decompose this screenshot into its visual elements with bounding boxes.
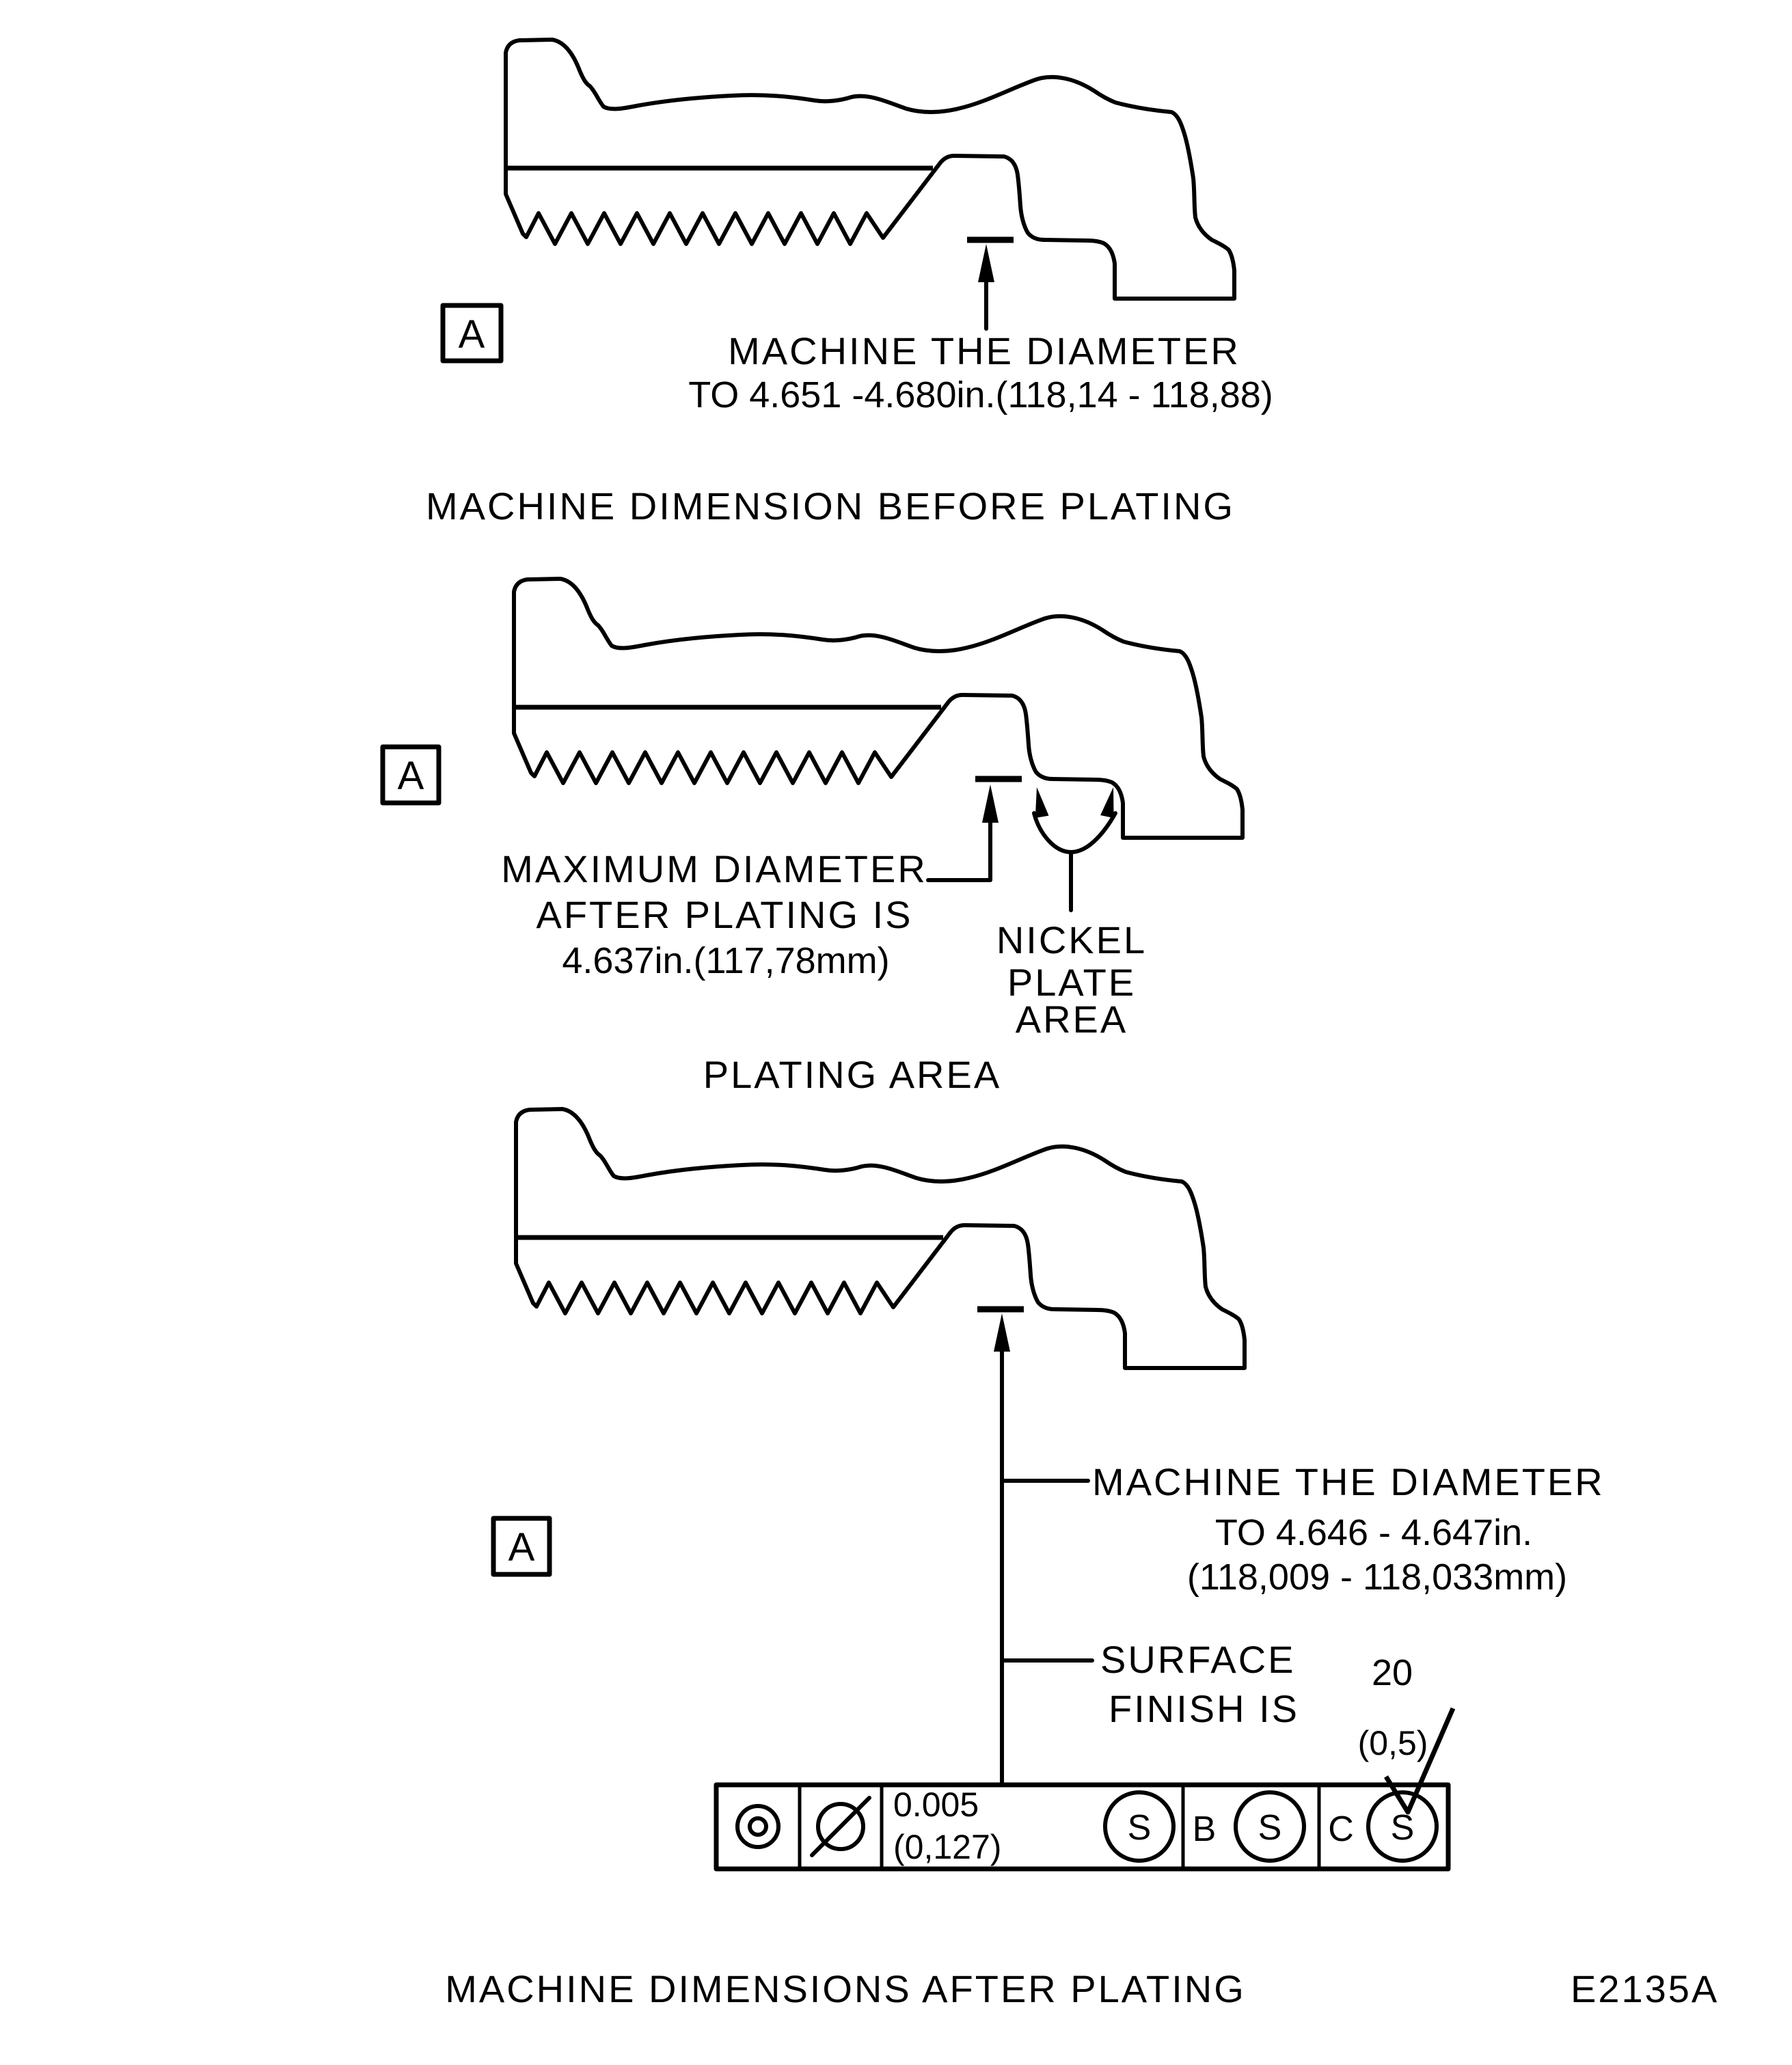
fcf-modifier-circle-1 <box>1103 1790 1176 1863</box>
max-diameter-line3: 4.637in.(117,78mm) <box>562 940 889 981</box>
drawing-before-plating: A MACHINE THE DIAMETER TO 4.651 -4.680in… <box>426 40 1273 528</box>
datum-a-box-1 <box>440 303 504 364</box>
plating-caption: PLATING AREA <box>703 1053 1001 1096</box>
drawing-plating-area: A MAXIMUM DIAMETER AFTER PLATING IS 4.63… <box>380 579 1243 1096</box>
fcf-modifier-circle-3 <box>1366 1790 1439 1863</box>
feature-control-frame: 0.005 (0,127) S B S C S <box>714 1782 1451 1872</box>
nickel-word2: PLATE <box>1007 961 1136 1004</box>
max-diameter-line2: AFTER PLATING IS <box>536 893 912 936</box>
fcf-modifier-2: S <box>1258 1808 1282 1848</box>
fcf-modifier-1: S <box>1128 1808 1152 1848</box>
fcf-tolerance-metric: (0,127) <box>893 1828 1001 1866</box>
fcf-datum-b: B <box>1193 1809 1217 1849</box>
after-leader-line3: (118,009 - 118,033mm) <box>1187 1557 1567 1598</box>
fcf-modifier-circle-2 <box>1234 1790 1306 1863</box>
before-leader-line1: MACHINE THE DIAMETER <box>728 329 1240 372</box>
nickel-word1: NICKEL <box>996 918 1147 961</box>
datum-a-label-3: A <box>508 1525 535 1570</box>
figure-code: E2135A <box>1571 1967 1719 2010</box>
max-diameter-leader <box>926 815 992 882</box>
after-leader-line2: TO 4.646 - 4.647in. <box>1215 1512 1532 1553</box>
surface-finish-value: 20 <box>1372 1652 1413 1693</box>
surface-finish-line2: FINISH IS <box>1109 1687 1299 1730</box>
surface-finish-check-icon <box>1384 1707 1456 1815</box>
datum-a-box-2 <box>380 744 442 806</box>
surface-finish-metric: (0,5) <box>1358 1724 1428 1762</box>
datum-a-box-3 <box>491 1516 552 1577</box>
concentricity-icon <box>735 1804 780 1849</box>
before-leader-line2: TO 4.651 -4.680in.(118,14 - 118,88) <box>688 374 1273 415</box>
fcf-outer-box <box>714 1782 1451 1872</box>
fcf-tolerance: 0.005 <box>893 1786 979 1824</box>
fcf-datum-c: C <box>1328 1809 1354 1849</box>
drawing-after-plating: A MACHINE THE DIAMETER TO 4.646 - 4.647i… <box>445 1109 1719 2010</box>
fcf-cell-dividers <box>798 1785 1321 1869</box>
before-caption: MACHINE DIMENSION BEFORE PLATING <box>426 484 1235 528</box>
nickel-area-bracket <box>1032 811 1117 854</box>
datum-a-label-2: A <box>398 754 424 798</box>
surface-finish-line1: SURFACE <box>1100 1638 1296 1681</box>
diameter-icon <box>810 1796 871 1857</box>
nickel-word3: AREA <box>1016 998 1128 1041</box>
fcf-modifier-3: S <box>1391 1808 1415 1848</box>
after-caption: MACHINE DIMENSIONS AFTER PLATING <box>445 1967 1246 2010</box>
datum-a-label-1: A <box>459 312 485 357</box>
max-diameter-line1: MAXIMUM DIAMETER <box>501 847 927 890</box>
after-leader-line1: MACHINE THE DIAMETER <box>1092 1460 1605 1503</box>
